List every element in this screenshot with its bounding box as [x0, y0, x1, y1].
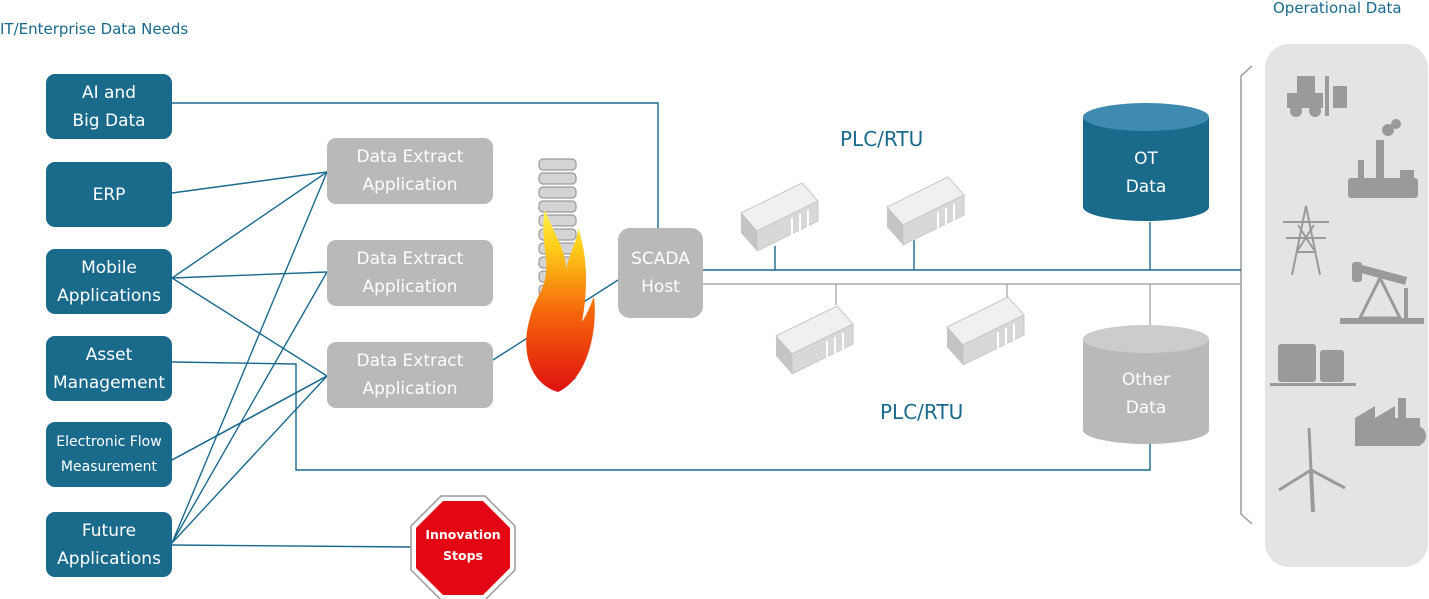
it-enterprise-title: IT/Enterprise Data Needs — [0, 20, 189, 38]
mobile-applications-box: Mobile Applications — [46, 249, 172, 314]
other-data-label: Other Data — [1121, 370, 1171, 418]
data-extract-application-box: Data Extract Application — [327, 240, 493, 306]
refinery-icon — [1348, 119, 1418, 198]
gray-bus — [703, 283, 1241, 327]
ot-data-cylinder — [1083, 103, 1209, 221]
data-extract-application-box: Data Extract Application — [327, 342, 493, 408]
operational-data-title: Operational Data — [1273, 0, 1402, 17]
data-extract-application-box: Data Extract Application — [327, 138, 493, 204]
plc-rack-icon — [775, 305, 854, 375]
plc-rtu-label-bottom: PLC/RTU — [880, 400, 964, 424]
other-data-cylinder — [1083, 325, 1209, 444]
storage-tanks-icon — [1270, 344, 1356, 386]
operational-bracket — [1240, 65, 1253, 525]
ot-data-label: OT Data — [1125, 149, 1167, 197]
ai-big-data-box: AI and Big Data — [46, 74, 172, 139]
future-applications-box: Future Applications — [46, 512, 172, 577]
scada-host-box: SCADA Host — [618, 228, 703, 318]
innovation-stops-label: Innovation Stops — [425, 527, 501, 563]
flame-icon — [526, 210, 595, 392]
electronic-flow-measurement-box: Electronic Flow Measurement — [46, 422, 172, 487]
asset-management-box: Asset Management — [46, 336, 172, 401]
oil-pump-icon — [1340, 262, 1424, 324]
forklift-icon — [1287, 76, 1347, 117]
plc-rack-icon — [740, 182, 819, 252]
operational-panel — [1265, 44, 1428, 567]
erp-box: ERP — [46, 162, 172, 227]
plc-rack-icon — [946, 296, 1025, 366]
wind-turbine-icon — [1278, 427, 1346, 513]
power-tower-icon — [1283, 205, 1329, 276]
plc-rtu-label-top: PLC/RTU — [840, 127, 924, 151]
factory-icon — [1355, 398, 1426, 446]
plc-rack-icon — [886, 176, 965, 246]
